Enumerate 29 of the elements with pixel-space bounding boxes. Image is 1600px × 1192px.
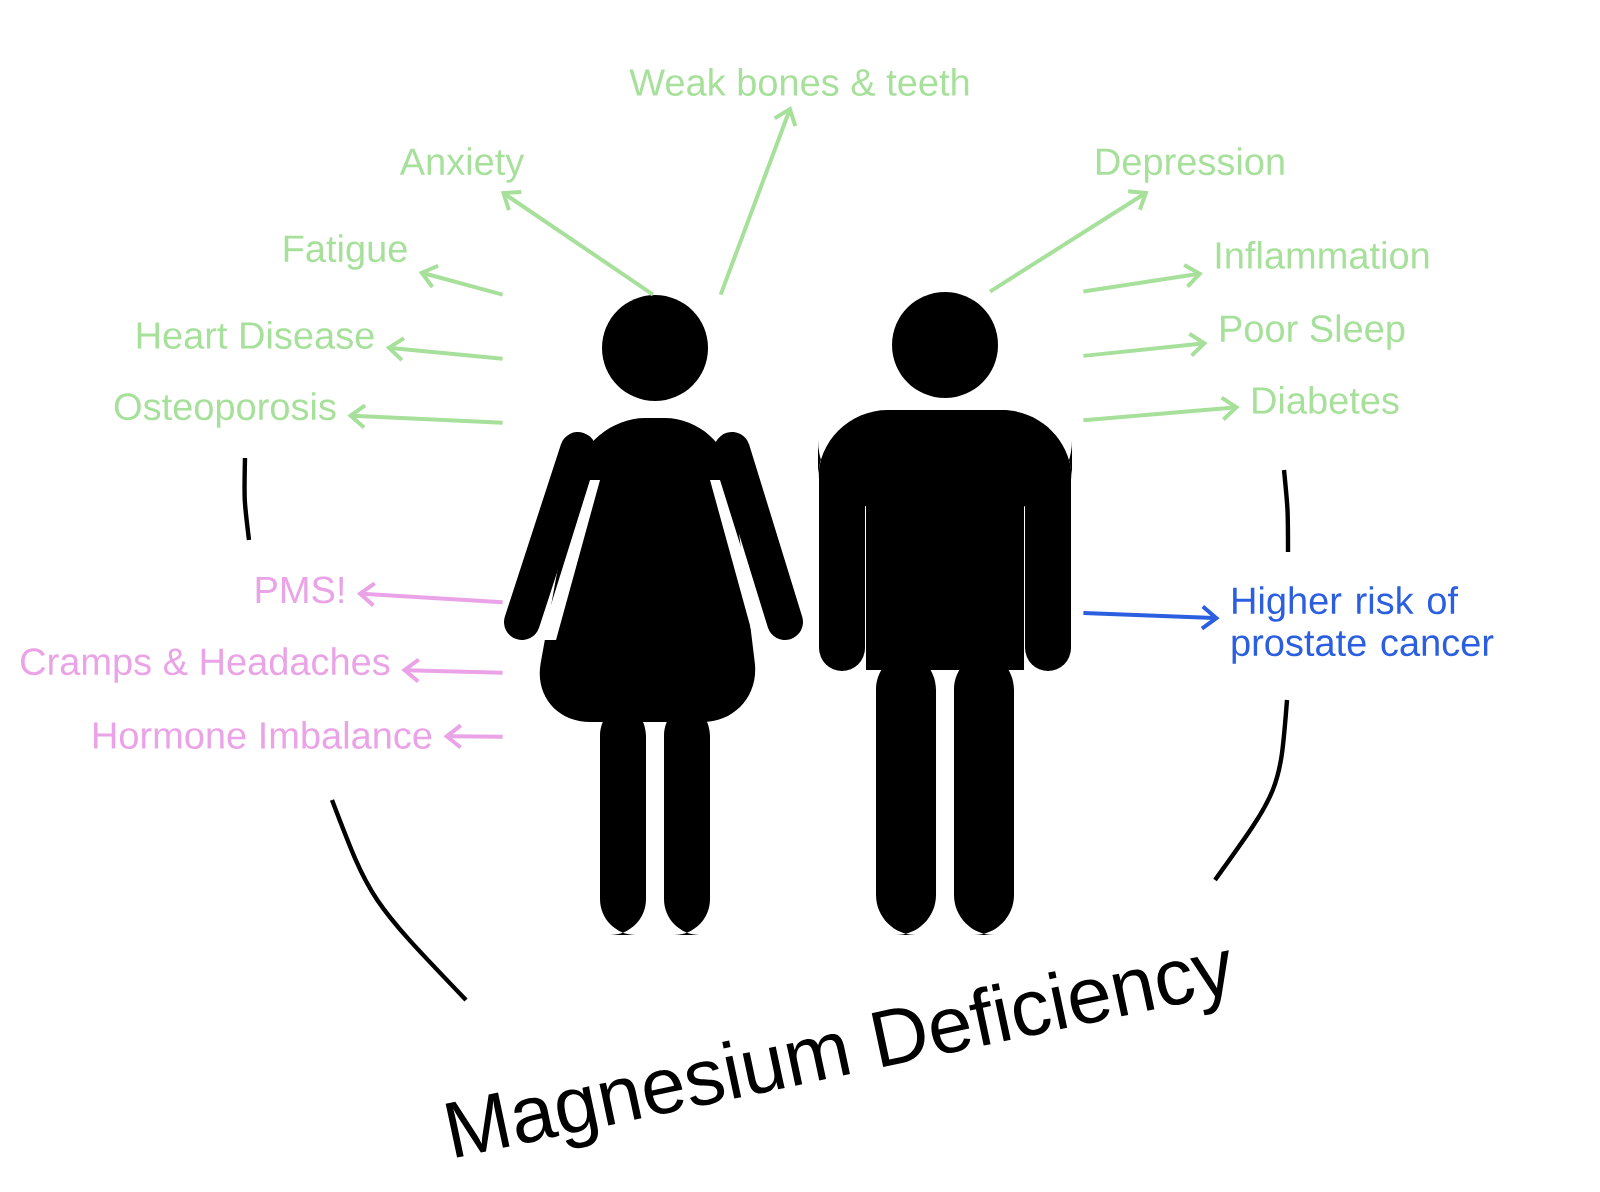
arrow — [385, 336, 503, 362]
symptom-label: Hormone Imbalance — [94, 721, 432, 749]
arrow — [1083, 263, 1203, 294]
symptom-label: Weak bones & teeth — [629, 68, 969, 96]
symptom-label: PMS! — [256, 576, 343, 604]
arrow — [1083, 395, 1240, 423]
person-figure — [504, 295, 803, 935]
arrow — [718, 106, 798, 296]
arrow — [347, 403, 503, 429]
symptom-label: Higher risk of prostate cancer — [1232, 586, 1494, 664]
arrow — [356, 581, 503, 607]
symptom-label: Inflammation — [1216, 241, 1429, 269]
symptom-label: Osteoporosis — [114, 392, 336, 428]
arrow — [1083, 605, 1220, 631]
arrow — [401, 657, 503, 684]
arrow — [988, 189, 1149, 294]
arrow — [1083, 332, 1208, 358]
symptom-label: Poor Sleep — [1221, 314, 1405, 350]
symptom-label: Diabetes — [1253, 386, 1399, 414]
person-figure — [818, 292, 1072, 935]
title: Magnesium Deficiency — [445, 950, 1229, 1158]
arrow — [500, 189, 655, 297]
arrow — [418, 263, 504, 297]
arrow — [443, 723, 503, 749]
symptom-label: Depression — [1097, 147, 1284, 183]
symptom-label: Heart Disease — [137, 321, 374, 349]
symptom-label: Cramps & Headaches — [21, 647, 390, 683]
symptom-label: Anxiety — [399, 147, 525, 183]
symptom-label: Fatigue — [284, 234, 407, 270]
